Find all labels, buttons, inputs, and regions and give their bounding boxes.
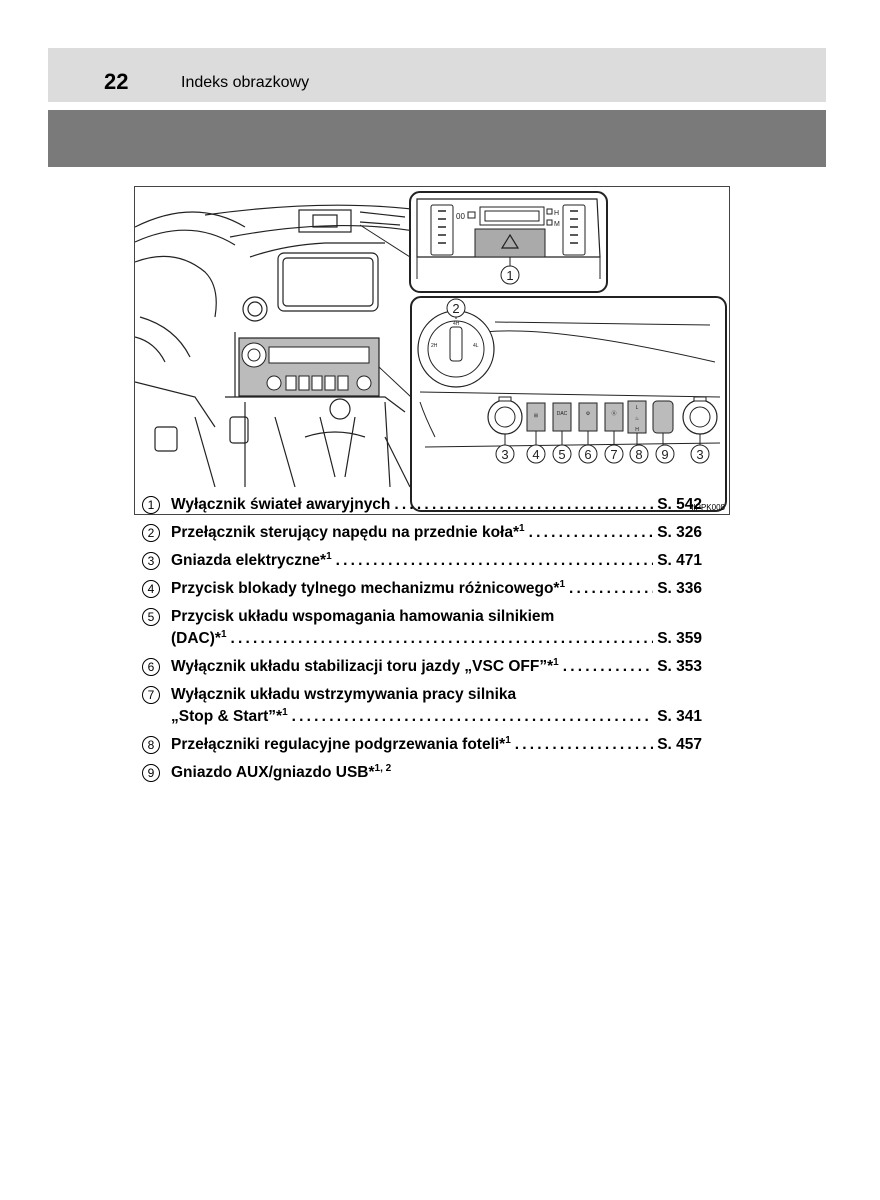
callout-6: 6 <box>584 447 591 462</box>
legend-item: 5 Przycisk układu wspomagania hamowania s… <box>142 606 702 650</box>
callout-3-left: 3 <box>501 447 508 462</box>
item-label: Przycisk układu wspomagania hamowania si… <box>171 608 555 625</box>
item-label: Wyłącznik układu wstrzymywania pracy sil… <box>171 686 517 703</box>
svg-text:4L: 4L <box>473 343 479 349</box>
legend-item: 2 Przełącznik sterujący napędu na przedni… <box>142 522 702 544</box>
item-number: 2 <box>142 524 160 542</box>
item-label: Przycisk blokady tylnego mechanizmu różn… <box>171 579 566 598</box>
item-label: „Stop & Start”*1 <box>171 707 288 726</box>
item-label: Przełączniki regulacyjne podgrzewania fo… <box>171 735 511 754</box>
dot-leader: ........................................… <box>514 736 653 753</box>
dot-leader: ........................................… <box>394 496 653 513</box>
page-reference: S. 457 <box>657 736 702 753</box>
page-reference: S. 471 <box>657 552 702 569</box>
item-number: 7 <box>142 686 160 704</box>
figure-code: IIPPK008 <box>691 503 725 512</box>
footnote-mark: 1 <box>505 735 511 746</box>
item-label: Wyłącznik świateł awaryjnych <box>171 496 391 513</box>
dashboard-illustration: H M 00 1 2H 4L 4H 2 <box>134 186 730 515</box>
legend-item: 9 Gniazdo AUX/gniazdo USB*1, 2 <box>142 762 702 784</box>
item-number: 5 <box>142 608 160 626</box>
page-reference: S. 336 <box>657 580 702 597</box>
callout-5: 5 <box>558 447 565 462</box>
page-reference: S. 359 <box>657 630 702 647</box>
item-label: Gniazda elektryczne*1 <box>171 551 332 570</box>
legend-item: 4 Przycisk blokady tylnego mechanizmu róż… <box>142 578 702 600</box>
page-reference: S. 326 <box>657 524 702 541</box>
dot-leader: ........................................… <box>335 552 654 569</box>
svg-text:DAC: DAC <box>557 411 568 417</box>
item-label: Gniazdo AUX/gniazdo USB*1, 2 <box>171 763 392 782</box>
dashboard-drawing: H M 00 1 2H 4L 4H 2 <box>135 191 727 512</box>
item-number: 1 <box>142 496 160 514</box>
item-number: 9 <box>142 764 160 782</box>
legend-item: 1 Wyłącznik świateł awaryjnych...........… <box>142 494 702 516</box>
item-label: Przełącznik sterujący napędu na przednie… <box>171 523 525 542</box>
legend-list: 1 Wyłącznik świateł awaryjnych...........… <box>142 494 702 790</box>
switch-panel-inset: 2H 4L 4H 2 ⊞ DAC ⚙ Ⓐ <box>410 296 727 512</box>
callout-4: 4 <box>532 447 539 462</box>
footnote-mark: 1 <box>326 551 332 562</box>
svg-text:M: M <box>554 221 560 228</box>
callout-8: 8 <box>635 447 642 462</box>
svg-text:L: L <box>636 405 639 411</box>
footnote-mark: 1 <box>220 629 227 640</box>
item-number: 8 <box>142 736 160 754</box>
legend-item: 8 Przełączniki regulacyjne podgrzewania f… <box>142 734 702 756</box>
dot-leader: ........................................… <box>230 630 654 647</box>
svg-text:Ⓐ: Ⓐ <box>611 410 616 417</box>
page-reference: S. 353 <box>657 658 702 675</box>
item-number: 4 <box>142 580 160 598</box>
callout-9: 9 <box>661 447 668 462</box>
svg-text:H: H <box>635 427 639 433</box>
footnote-mark: 1 <box>553 657 559 668</box>
page-reference: S. 542 <box>657 496 702 513</box>
svg-text:4H: 4H <box>453 321 460 327</box>
dot-leader: ........................................… <box>562 658 653 675</box>
svg-text:2H: 2H <box>431 343 438 349</box>
callout-3-right: 3 <box>696 447 703 462</box>
svg-text:H: H <box>554 210 559 217</box>
svg-text:⊞: ⊞ <box>534 413 538 419</box>
footnote-mark: 1 <box>282 707 288 718</box>
svg-text:⚙: ⚙ <box>586 411 591 417</box>
footnote-mark: 1, 2 <box>374 763 392 774</box>
dot-leader: ........................................… <box>528 524 654 541</box>
page-reference: S. 341 <box>657 708 702 725</box>
section-banner <box>48 110 826 167</box>
dot-leader: ........................................… <box>569 580 653 597</box>
legend-item: 7 Wyłącznik układu wstrzymywania pracy si… <box>142 684 702 728</box>
callout-1: 1 <box>506 268 513 283</box>
dot-leader: ........................................… <box>291 708 654 725</box>
page-number: 22 <box>104 69 129 94</box>
item-label: (DAC)*1 <box>171 629 227 648</box>
legend-item: 6 Wyłącznik układu stabilizacji toru jazd… <box>142 656 702 678</box>
header-bar: 22 Indeks obrazkowy <box>48 48 826 102</box>
footnote-mark: 1 <box>559 579 566 590</box>
svg-text:♨: ♨ <box>635 416 639 422</box>
section-title: Indeks obrazkowy <box>181 74 310 91</box>
footnote-mark: 1 <box>519 523 525 534</box>
hazard-panel-inset: H M 00 1 <box>409 191 608 293</box>
callout-2: 2 <box>452 301 459 316</box>
callout-7: 7 <box>610 447 617 462</box>
svg-text:00: 00 <box>456 212 465 221</box>
item-label: Wyłącznik układu stabilizacji toru jazdy… <box>171 657 559 676</box>
legend-item: 3 Gniazda elektryczne*1..................… <box>142 550 702 572</box>
item-number: 3 <box>142 552 160 570</box>
item-number: 6 <box>142 658 160 676</box>
